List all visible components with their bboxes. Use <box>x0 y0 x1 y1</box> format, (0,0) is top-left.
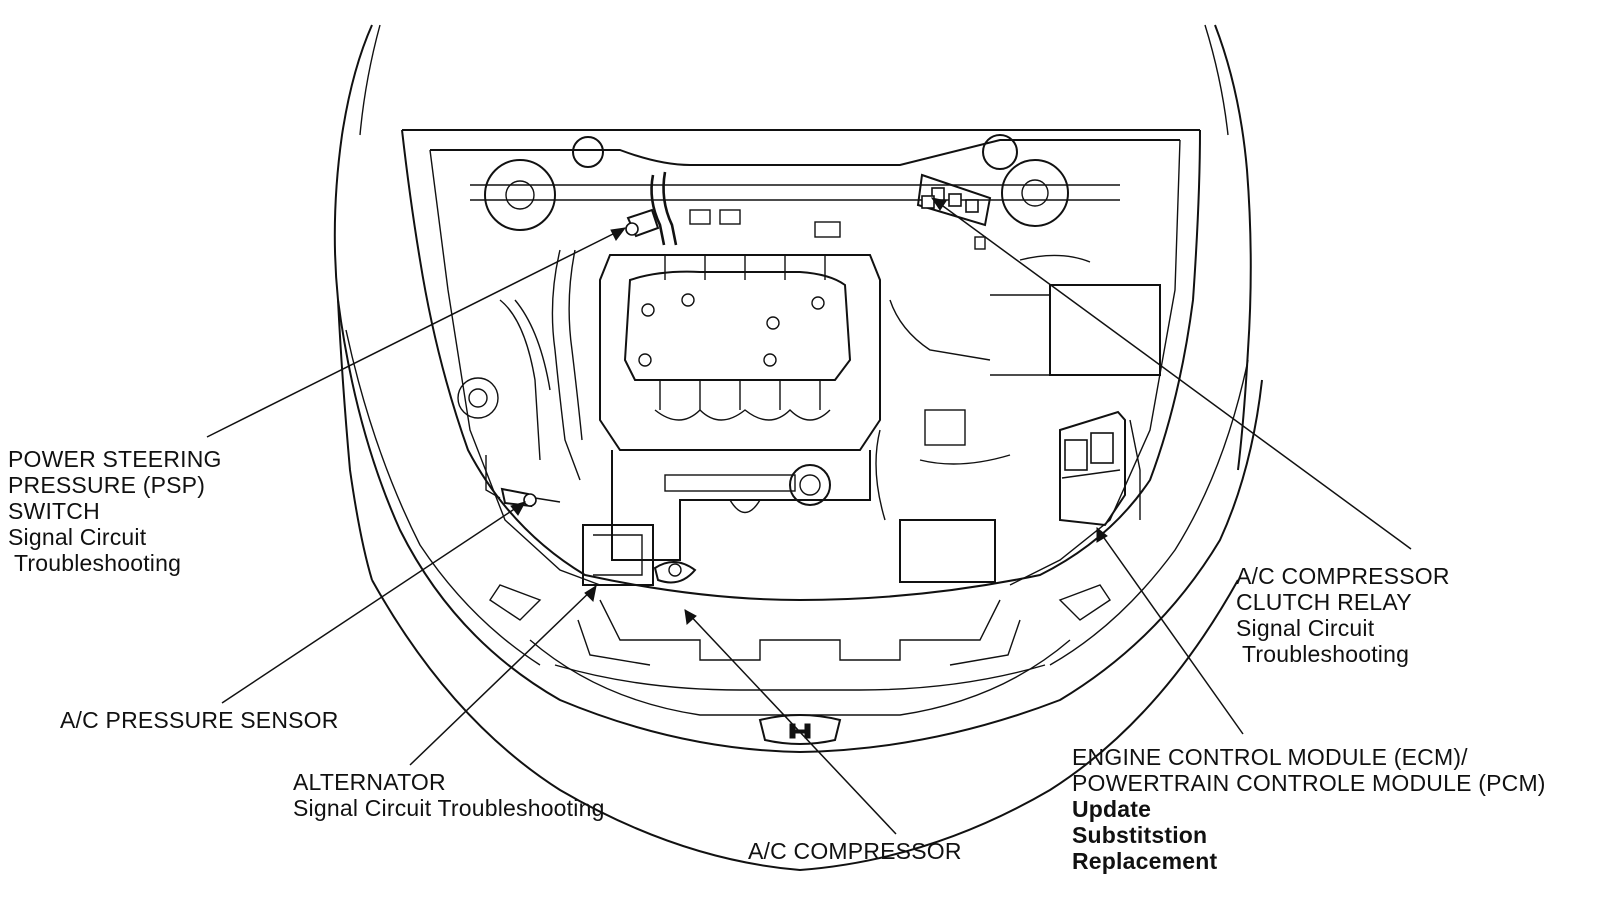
leader-arrowheads <box>510 197 1108 625</box>
ac-pressure-sensor-callout: A/C PRESSURE SENSOR <box>60 707 339 733</box>
alternator-link-troubleshooting[interactable]: Signal Circuit Troubleshooting <box>293 795 605 821</box>
ecm-module <box>1059 410 1126 527</box>
ecm-link-replacement[interactable]: Replacement <box>1072 848 1218 874</box>
ac-compressor-label: A/C COMPRESSOR <box>748 838 962 864</box>
ecm-link-substitution[interactable]: Substitstion <box>1072 822 1208 848</box>
emblem <box>758 714 842 745</box>
ac-relay-box <box>916 173 992 250</box>
ecm-link-update[interactable]: Update <box>1072 796 1152 822</box>
ecm-title-line2: POWERTRAIN CONTROLE MODULE (PCM) <box>1072 770 1546 796</box>
ac-relay-link-signal-circuit[interactable]: Signal Circuit <box>1236 615 1375 641</box>
alternator-callout: ALTERNATOR Signal Circuit Troubleshootin… <box>293 769 605 821</box>
ecm-title-line1: ENGINE CONTROL MODULE (ECM)/ <box>1072 744 1468 770</box>
psp-title-line3: SWITCH <box>8 498 100 524</box>
ac-pressure-sensor-part <box>500 487 561 508</box>
psp-switch-callout: POWER STEERING PRESSURE (PSP) SWITCH Sig… <box>8 446 222 576</box>
ecm-callout: ENGINE CONTROL MODULE (ECM)/ POWERTRAIN … <box>1072 744 1546 874</box>
vehicle-body-outline <box>337 129 1263 872</box>
ac-relay-title-line2: CLUTCH RELAY <box>1236 589 1412 615</box>
leader-lines <box>206 197 1412 835</box>
psp-title-line2: PRESSURE (PSP) <box>8 472 206 498</box>
psp-link-troubleshooting[interactable]: Troubleshooting <box>14 550 182 576</box>
left-components <box>485 249 697 586</box>
alternator-label: ALTERNATOR <box>293 769 446 795</box>
ac-relay-link-troubleshooting[interactable]: Troubleshooting <box>1242 641 1410 667</box>
psp-switch <box>625 171 678 246</box>
engine-block <box>599 254 881 561</box>
psp-title-line1: POWER STEERING <box>8 446 222 472</box>
ac-relay-title-line1: A/C COMPRESSOR <box>1236 563 1450 589</box>
ac-clutch-relay-callout: A/C COMPRESSOR CLUTCH RELAY Signal Circu… <box>1236 563 1450 667</box>
right-components <box>875 254 1161 583</box>
ac-pressure-sensor-label: A/C PRESSURE SENSOR <box>60 707 339 733</box>
psp-link-signal-circuit[interactable]: Signal Circuit <box>8 524 147 550</box>
ac-compressor-callout: A/C COMPRESSOR <box>748 838 962 864</box>
engine-bay <box>429 134 1181 586</box>
